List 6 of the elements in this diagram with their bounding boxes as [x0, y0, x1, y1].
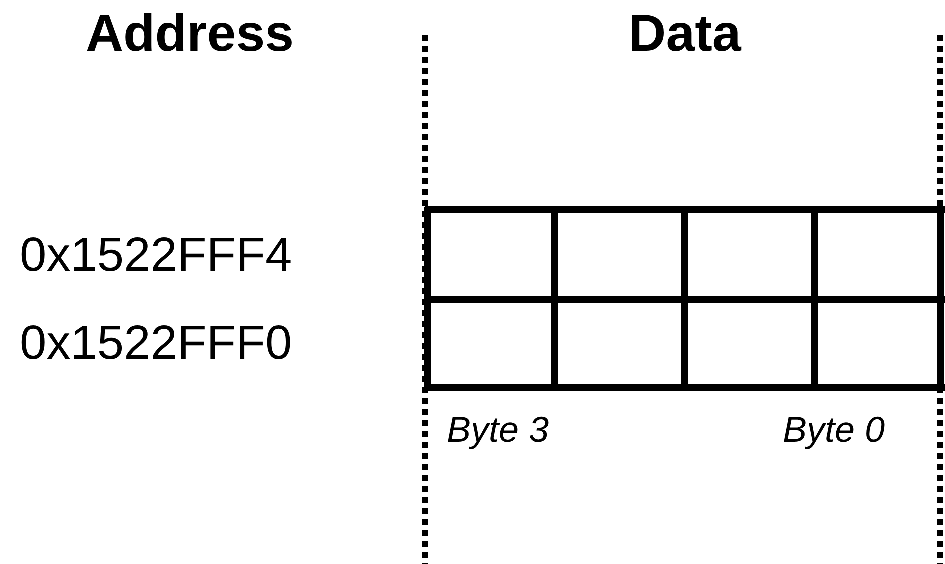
column-heading: Data	[628, 8, 742, 60]
column-heading: Address	[86, 8, 294, 60]
address-label: 0x1522FFF4	[20, 232, 292, 280]
byte-label: Byte 0	[783, 412, 886, 448]
byte-label: Byte 3	[447, 412, 550, 448]
address-label: 0x1522FFF0	[20, 320, 292, 368]
